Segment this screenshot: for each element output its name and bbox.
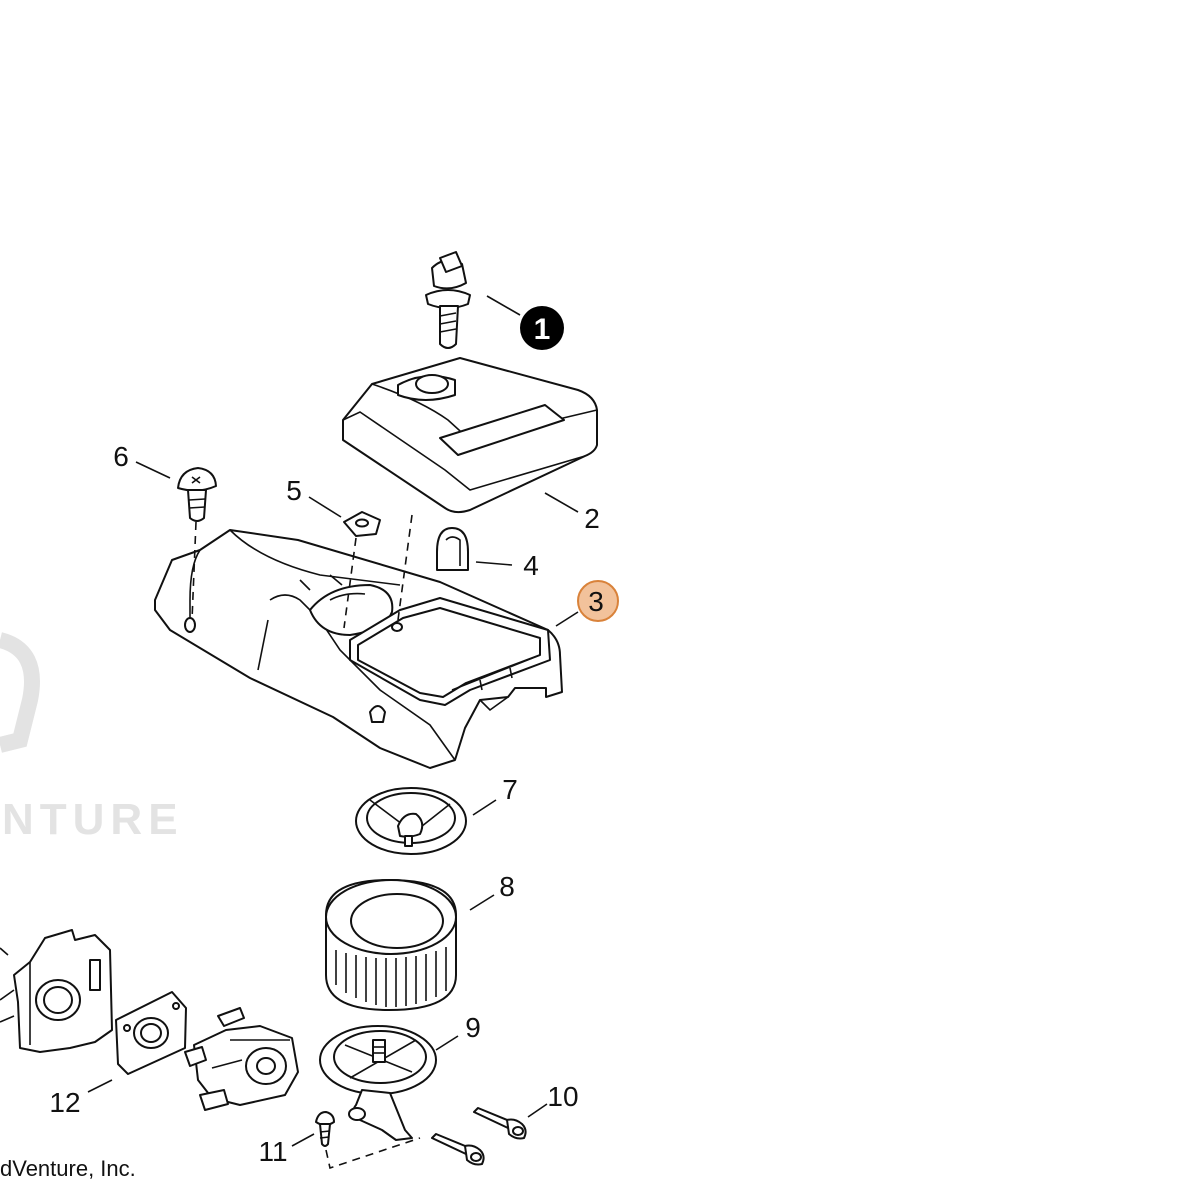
callout-1-label: 1 (534, 313, 551, 346)
leader-lines (87, 295, 579, 1147)
callout-5-label[interactable]: 5 (286, 475, 302, 506)
part-8-air-filter[interactable] (325, 879, 457, 1011)
callout-8-label[interactable]: 8 (499, 871, 515, 902)
part-2-filter-cover[interactable] (342, 357, 598, 514)
watermark-text: NTURE (2, 795, 184, 844)
callout-3-label: 3 (588, 586, 604, 617)
part-11-screw[interactable] (315, 1111, 335, 1147)
callout-10-label[interactable]: 10 (547, 1081, 578, 1112)
part-3-housing[interactable] (154, 529, 563, 769)
copyright-text: dVenture, Inc. (0, 1156, 136, 1181)
part-12-carburetor-assembly[interactable] (0, 929, 299, 1111)
callout-2-label[interactable]: 2 (584, 503, 600, 534)
watermark: NTURE (0, 632, 184, 844)
part-10-screws[interactable] (431, 1107, 527, 1166)
callout-9-label[interactable]: 9 (465, 1012, 481, 1043)
part-5-clip[interactable] (343, 511, 381, 537)
callout-1[interactable]: 1 (520, 306, 564, 350)
part-1-screw[interactable] (425, 251, 471, 349)
part-9-intake-base[interactable] (319, 1025, 437, 1141)
alignment-lines (191, 514, 421, 1170)
callout-4-label[interactable]: 4 (523, 550, 539, 581)
part-4-seal[interactable] (436, 527, 469, 571)
callout-7-label[interactable]: 7 (502, 774, 518, 805)
callout-6-label[interactable]: 6 (113, 441, 129, 472)
part-7-filter-base[interactable] (355, 787, 467, 855)
part-6-bolt[interactable] (177, 467, 217, 522)
callout-12-label[interactable]: 12 (49, 1087, 80, 1118)
callout-3[interactable]: 3 (577, 580, 619, 622)
callout-11-label[interactable]: 11 (258, 1136, 287, 1167)
